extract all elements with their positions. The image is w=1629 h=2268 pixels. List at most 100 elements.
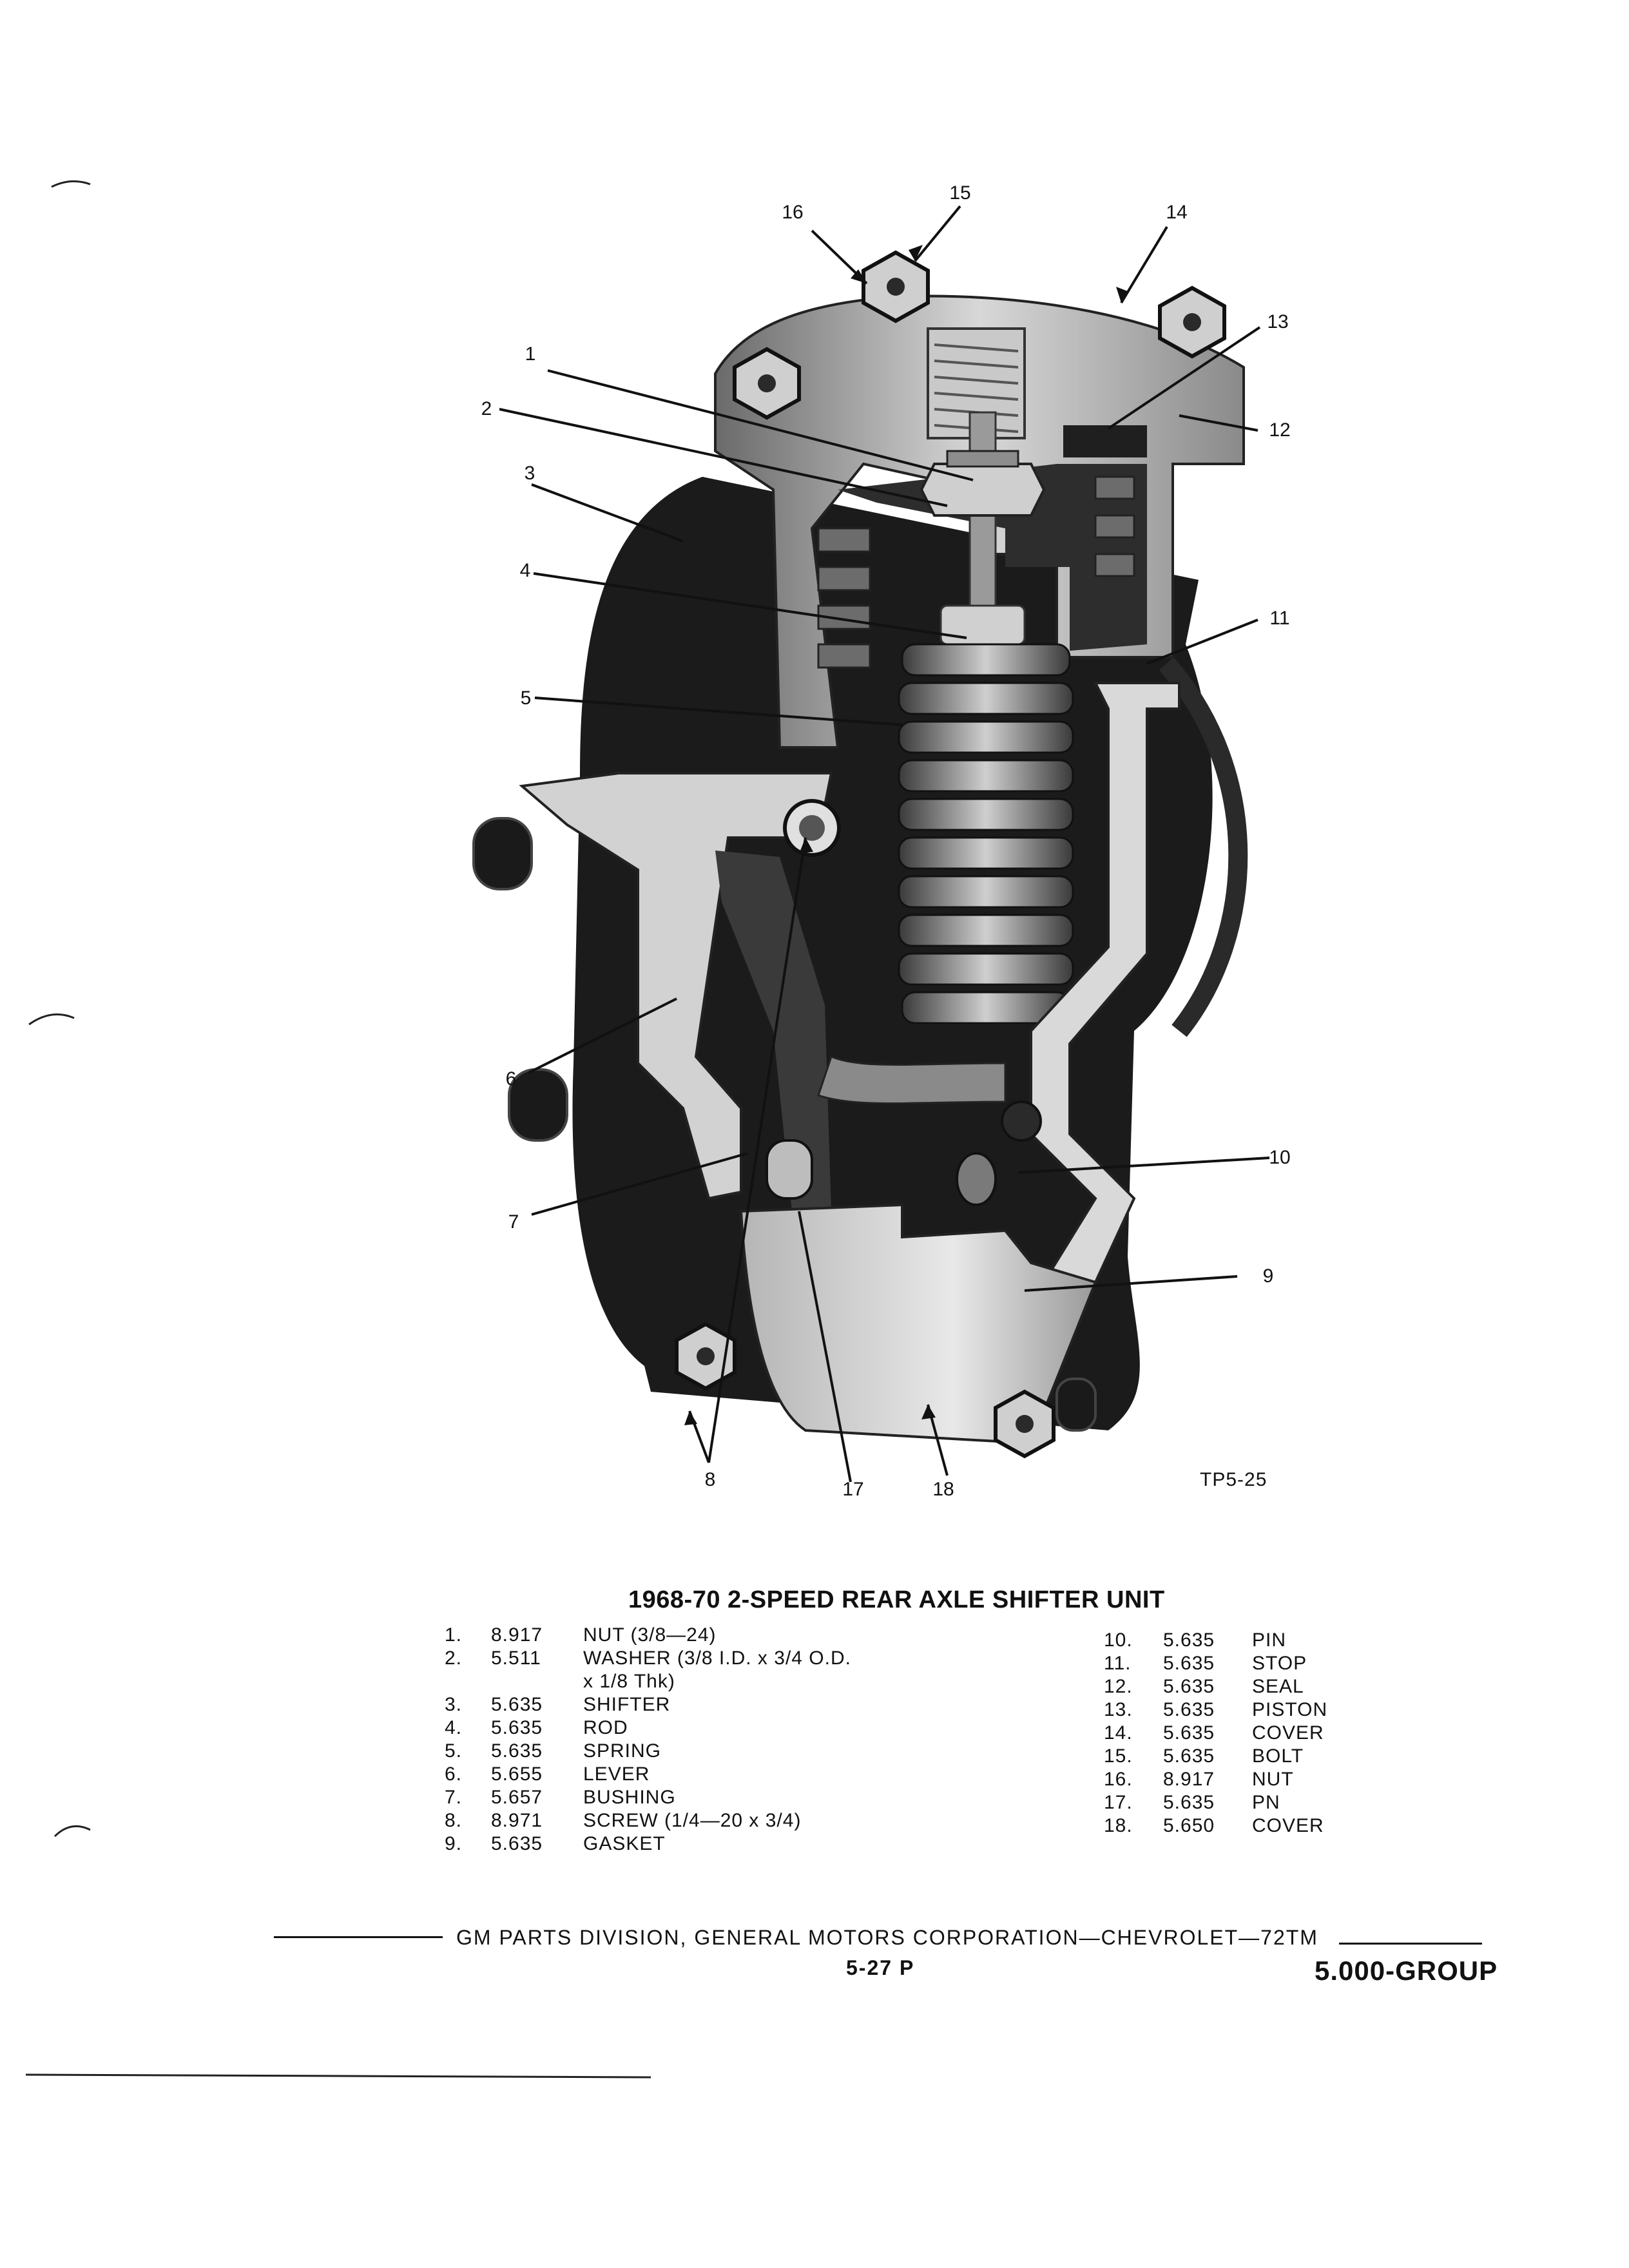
item-number: 3. bbox=[445, 1694, 463, 1715]
callout-15: 15 bbox=[949, 182, 971, 204]
group-code: 5.635 bbox=[1163, 1676, 1215, 1697]
group-code: 5.635 bbox=[491, 1717, 543, 1738]
footer-publisher: GM PARTS DIVISION, GENERAL MOTORS CORPOR… bbox=[456, 1926, 1318, 1949]
callout-4: 4 bbox=[519, 560, 531, 581]
group-code: 5.635 bbox=[1163, 1722, 1215, 1744]
list-item: 9. 5.635 GASKET bbox=[445, 1832, 960, 1856]
callout-11: 11 bbox=[1269, 608, 1290, 629]
callout-5: 5 bbox=[520, 687, 532, 709]
list-item: 4. 5.635 ROD bbox=[445, 1716, 960, 1740]
callout-8: 8 bbox=[704, 1469, 716, 1490]
list-item: 3. 5.635 SHIFTER bbox=[445, 1693, 960, 1716]
item-number: 4. bbox=[445, 1717, 463, 1738]
item-description: LEVER bbox=[583, 1763, 650, 1785]
footer-rule-left bbox=[274, 1936, 443, 1938]
item-number: 5. bbox=[445, 1740, 463, 1762]
page-number: 5-27 P bbox=[846, 1956, 915, 1979]
item-description: WASHER (3/8 I.D. x 3/4 O.D. bbox=[583, 1648, 851, 1669]
list-item-continuation: x 1/8 Thk) bbox=[445, 1670, 960, 1693]
item-number: 2. bbox=[445, 1648, 463, 1669]
list-item: 6. 5.655 LEVER bbox=[445, 1763, 960, 1786]
group-code: 5.635 bbox=[491, 1833, 543, 1854]
item-description: COVER bbox=[1252, 1815, 1324, 1836]
item-description: SCREW (1/4—20 x 3/4) bbox=[583, 1810, 802, 1831]
bottom-cover bbox=[739, 1203, 1097, 1445]
item-description: COVER bbox=[1252, 1722, 1324, 1744]
item-number: 7. bbox=[445, 1787, 463, 1808]
callout-7: 7 bbox=[508, 1211, 519, 1233]
group-code: 5.655 bbox=[491, 1763, 543, 1785]
item-description: STOP bbox=[1252, 1653, 1307, 1674]
list-item: 11. 5.635 STOP bbox=[1104, 1652, 1555, 1675]
list-item: 17. 5.635 PN bbox=[1104, 1791, 1555, 1814]
item-number: 17. bbox=[1104, 1792, 1133, 1813]
group-code: 5.511 bbox=[491, 1648, 541, 1669]
group-code: 8.917 bbox=[1163, 1769, 1215, 1790]
callout-14: 14 bbox=[1166, 202, 1188, 223]
group-code: 5.657 bbox=[491, 1787, 543, 1808]
item-description: PIN bbox=[1252, 1629, 1287, 1651]
footer-rule-right bbox=[1339, 1943, 1482, 1945]
list-item: 1. 8.917 NUT (3/8—24) bbox=[445, 1624, 960, 1647]
group-code: 8.971 bbox=[491, 1810, 543, 1831]
group-code: 5.650 bbox=[1163, 1815, 1215, 1836]
item-number: 12. bbox=[1104, 1676, 1133, 1697]
callout-16: 16 bbox=[782, 202, 804, 223]
item-number: 6. bbox=[445, 1763, 463, 1785]
callout-9: 9 bbox=[1262, 1265, 1274, 1287]
item-description: SEAL bbox=[1252, 1676, 1304, 1697]
list-item: 14. 5.635 COVER bbox=[1104, 1722, 1555, 1745]
item-number: 9. bbox=[445, 1833, 463, 1854]
list-item: 15. 5.635 BOLT bbox=[1104, 1745, 1555, 1768]
group-code: 5.635 bbox=[1163, 1629, 1215, 1651]
list-item: 18. 5.650 COVER bbox=[1104, 1814, 1555, 1838]
list-item: 12. 5.635 SEAL bbox=[1104, 1675, 1555, 1698]
callout-12: 12 bbox=[1269, 419, 1291, 441]
group-code: 5.635 bbox=[491, 1740, 543, 1762]
group-label: 5.000-GROUP bbox=[1315, 1956, 1498, 1986]
group-code: 5.635 bbox=[1163, 1792, 1215, 1813]
item-description: ROD bbox=[583, 1717, 628, 1738]
list-item: 2. 5.511 WASHER (3/8 I.D. x 3/4 O.D. bbox=[445, 1647, 960, 1670]
group-code: 5.635 bbox=[491, 1694, 543, 1715]
parts-list-right: 10. 5.635 PIN 11. 5.635 STOP 12. 5.635 S… bbox=[1104, 1629, 1555, 1838]
callout-1: 1 bbox=[525, 343, 536, 365]
group-code: 8.917 bbox=[491, 1624, 543, 1646]
item-number: 8. bbox=[445, 1810, 463, 1831]
parts-list-left: 1. 8.917 NUT (3/8—24) 2. 5.511 WASHER (3… bbox=[445, 1624, 960, 1856]
spring bbox=[898, 643, 1074, 1024]
item-number: 10. bbox=[1104, 1629, 1133, 1651]
list-item: 8. 8.971 SCREW (1/4—20 x 3/4) bbox=[445, 1809, 960, 1832]
item-description: BOLT bbox=[1252, 1745, 1304, 1767]
callout-18: 18 bbox=[932, 1479, 954, 1500]
item-number: 15. bbox=[1104, 1745, 1133, 1767]
list-item: 7. 5.657 BUSHING bbox=[445, 1786, 960, 1809]
item-description: NUT (3/8—24) bbox=[583, 1624, 717, 1646]
item-description: SHIFTER bbox=[583, 1694, 671, 1715]
item-description: PN bbox=[1252, 1792, 1280, 1813]
group-code: 5.635 bbox=[1163, 1653, 1215, 1674]
item-number: 1. bbox=[445, 1624, 463, 1646]
item-description: NUT bbox=[1252, 1769, 1294, 1790]
lever bbox=[715, 850, 831, 1218]
item-number: 14. bbox=[1104, 1722, 1133, 1744]
callout-13: 13 bbox=[1267, 311, 1289, 332]
item-description: SPRING bbox=[583, 1740, 662, 1762]
figure-reference: TP5-25 bbox=[1200, 1469, 1268, 1490]
group-code: 5.635 bbox=[1163, 1745, 1215, 1767]
item-description: BUSHING bbox=[583, 1787, 676, 1808]
list-item: 5. 5.635 SPRING bbox=[445, 1740, 960, 1763]
callout-6: 6 bbox=[505, 1068, 517, 1090]
callout-10: 10 bbox=[1269, 1147, 1291, 1168]
item-number: 11. bbox=[1104, 1653, 1132, 1674]
item-description-continued: x 1/8 Thk) bbox=[583, 1671, 675, 1692]
callout-3: 3 bbox=[524, 463, 535, 484]
callout-2: 2 bbox=[481, 398, 492, 419]
item-number: 18. bbox=[1104, 1815, 1133, 1836]
list-item: 10. 5.635 PIN bbox=[1104, 1629, 1555, 1652]
callout-17: 17 bbox=[842, 1479, 864, 1500]
list-item: 13. 5.635 PISTON bbox=[1104, 1698, 1555, 1722]
item-description: PISTON bbox=[1252, 1699, 1328, 1720]
